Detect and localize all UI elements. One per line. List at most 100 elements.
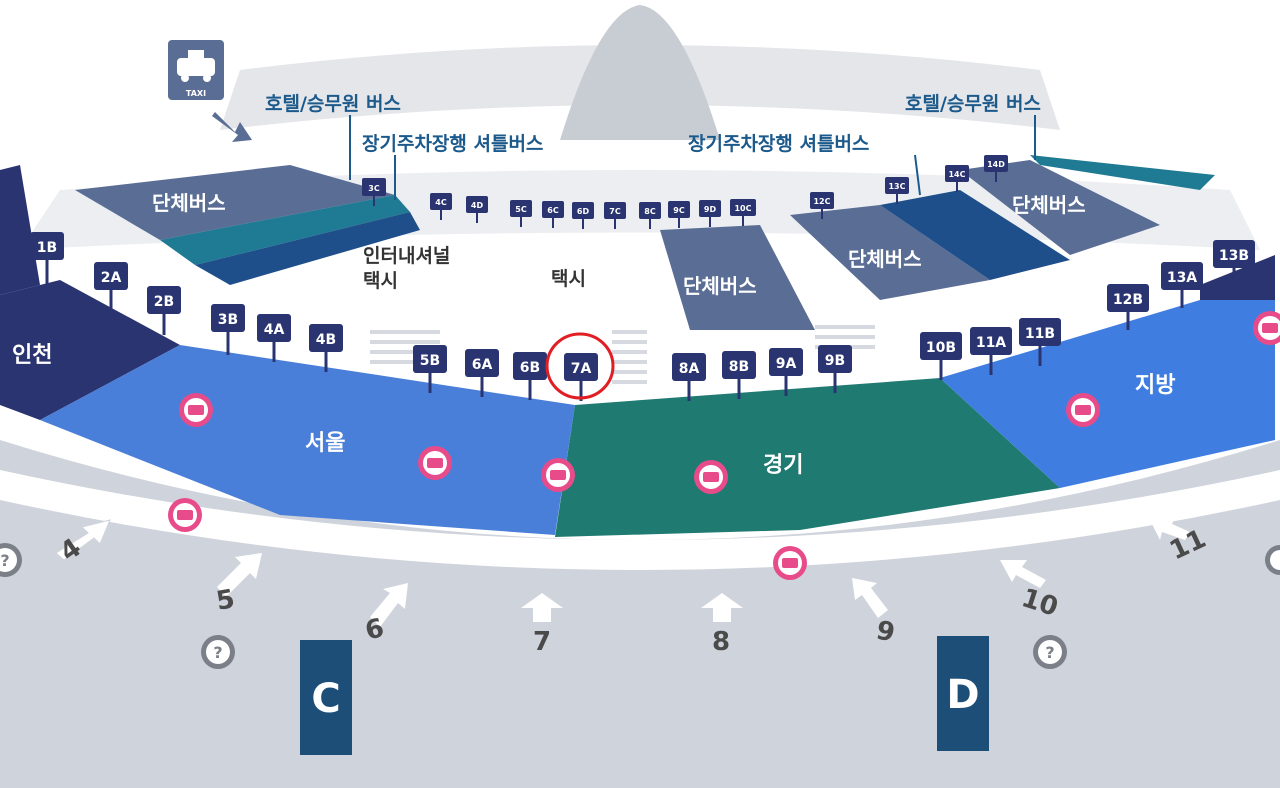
- bus-stop-13A[interactable]: 13A: [1161, 262, 1203, 308]
- stop-label: 12C: [813, 197, 830, 206]
- stop-label: 12B: [1113, 292, 1143, 308]
- stop-label: 14C: [948, 170, 965, 179]
- bus-stop-8A[interactable]: 8A: [672, 353, 706, 401]
- exit-d: D: [937, 636, 989, 751]
- information-icon: ?: [1033, 635, 1067, 669]
- zone-label-gyeonggi: 경기: [763, 453, 803, 478]
- information-icon: [1265, 545, 1280, 575]
- bus-stop-9D[interactable]: 9D: [699, 200, 721, 227]
- stop-label: 8A: [679, 361, 700, 377]
- group-bus-label-2: 단체버스: [683, 274, 757, 298]
- bus-stop-10C[interactable]: 10C: [730, 199, 756, 226]
- bus-stop-13B[interactable]: 13B: [1213, 240, 1255, 286]
- stop-label: 8B: [729, 359, 749, 375]
- bus-stop-14C[interactable]: 14C: [945, 165, 969, 192]
- zone-gyeonggi: [555, 378, 1060, 537]
- bus-stop-2A[interactable]: 2A: [94, 262, 128, 310]
- bus-ticket-icon: [541, 458, 575, 492]
- bus-stop-3B[interactable]: 3B: [211, 304, 245, 355]
- bus-stop-6A[interactable]: 6A: [465, 349, 499, 397]
- stop-label: 10C: [734, 204, 751, 213]
- bus-stop-4D[interactable]: 4D: [466, 196, 488, 223]
- outer-curb: [0, 470, 1280, 570]
- svg-text:?: ?: [0, 551, 9, 570]
- bus-stop-2B[interactable]: 2B: [147, 286, 181, 335]
- stop-label: 4C: [435, 198, 447, 207]
- bus-stop-10B[interactable]: 10B: [920, 332, 962, 380]
- teal-lane-left: [160, 195, 410, 265]
- gate-arrow-icon: [370, 583, 408, 627]
- bus-ticket-icon: [168, 498, 202, 532]
- stop-label: 1B: [37, 240, 57, 256]
- bus-stop-9C[interactable]: 9C: [668, 201, 690, 228]
- stop-label: 6A: [472, 357, 493, 373]
- bus-stop-5C[interactable]: 5C: [510, 200, 532, 227]
- exit-c-label: C: [311, 676, 340, 722]
- stop-label: 6C: [547, 206, 559, 215]
- zone-label-seoul: 서울: [305, 431, 345, 456]
- bus-stop-12B[interactable]: 12B: [1107, 284, 1149, 330]
- hotel-bus-label-left: 호텔/승무원 버스: [265, 93, 401, 115]
- gate-arrow-icon: [1000, 560, 1046, 588]
- zone-jibang-top: [1200, 255, 1275, 300]
- bus-ticket-icon: [773, 546, 807, 580]
- terminal-tower: [560, 5, 720, 140]
- bus-stop-6C[interactable]: 6C: [542, 201, 564, 228]
- bus-stop-6B[interactable]: 6B: [513, 352, 547, 400]
- stop-label: 9D: [704, 205, 717, 214]
- group-bus-area-1: [75, 165, 395, 240]
- bus-stop-13C[interactable]: 13C: [885, 177, 909, 204]
- bus-stop-8C[interactable]: 8C: [639, 202, 661, 229]
- bus-stop-1B[interactable]: 1B: [30, 232, 64, 285]
- navy-lane-right: [880, 190, 1070, 280]
- stop-label: 3C: [368, 184, 380, 193]
- bus-stop-8B[interactable]: 8B: [722, 351, 756, 399]
- gate-arrow-icon: [1150, 516, 1190, 540]
- bus-stop-4A[interactable]: 4A: [257, 314, 291, 362]
- bus-stop-6D[interactable]: 6D: [572, 202, 594, 229]
- bus-stop-12C[interactable]: 12C: [810, 192, 834, 219]
- stop-label: 9A: [776, 356, 797, 372]
- crosswalk-center: [612, 330, 647, 384]
- stop-label: 4D: [471, 201, 484, 210]
- bus-ticket-icon: [418, 446, 452, 480]
- shuttle-label-left: 장기주차장행 셔틀버스: [362, 133, 543, 155]
- bus-stop-4C[interactable]: 4C: [430, 193, 452, 220]
- bus-stop-14D[interactable]: 14D: [984, 155, 1008, 182]
- exit-c: C: [300, 640, 352, 755]
- bus-stop-7C[interactable]: 7C: [604, 202, 626, 229]
- group-bus-area-2: [660, 225, 815, 330]
- bus-stop-11B[interactable]: 11B: [1019, 318, 1061, 366]
- zone-jibang: [940, 300, 1275, 488]
- gate-arrow-icon: [217, 553, 262, 597]
- svg-text:?: ?: [213, 643, 222, 662]
- stop-label: 13B: [1219, 248, 1249, 264]
- gate-arrow-icon: [55, 519, 111, 561]
- gate-arrow-icon: [521, 593, 563, 622]
- bus-stop-11A[interactable]: 11A: [970, 327, 1012, 375]
- stop-label: 5B: [420, 353, 440, 369]
- gate-arrow-icon: [701, 593, 743, 622]
- bus-stop-9A[interactable]: 9A: [769, 348, 803, 396]
- zone-seoul: [40, 345, 575, 535]
- stop-label: 4A: [264, 322, 285, 338]
- bus-stop-5B[interactable]: 5B: [413, 345, 447, 393]
- gate-number-9: 9: [874, 616, 898, 649]
- stop-label: 5C: [515, 205, 527, 214]
- bus-stop-7A[interactable]: 7A: [564, 353, 598, 401]
- bus-stop-4B[interactable]: 4B: [309, 324, 343, 372]
- bus-stop-3C[interactable]: 3C: [362, 178, 386, 206]
- navy-lane-left: [195, 212, 420, 285]
- taxi-arrow-icon: [212, 112, 252, 142]
- stop-label: 6D: [577, 207, 590, 216]
- stop-label: 10B: [926, 340, 956, 356]
- bus-stop-9B[interactable]: 9B: [818, 345, 852, 393]
- stop-label: 13C: [888, 182, 905, 191]
- taxi-label: TAXI: [186, 89, 206, 98]
- stop-label: 2B: [154, 294, 174, 310]
- bus-ticket-icon: [694, 460, 728, 494]
- stop-label: 7A: [571, 361, 592, 377]
- group-bus-label-1: 단체버스: [152, 191, 226, 215]
- bus-ticket-icon: [179, 393, 213, 427]
- group-bus-label-4: 단체버스: [1012, 193, 1086, 217]
